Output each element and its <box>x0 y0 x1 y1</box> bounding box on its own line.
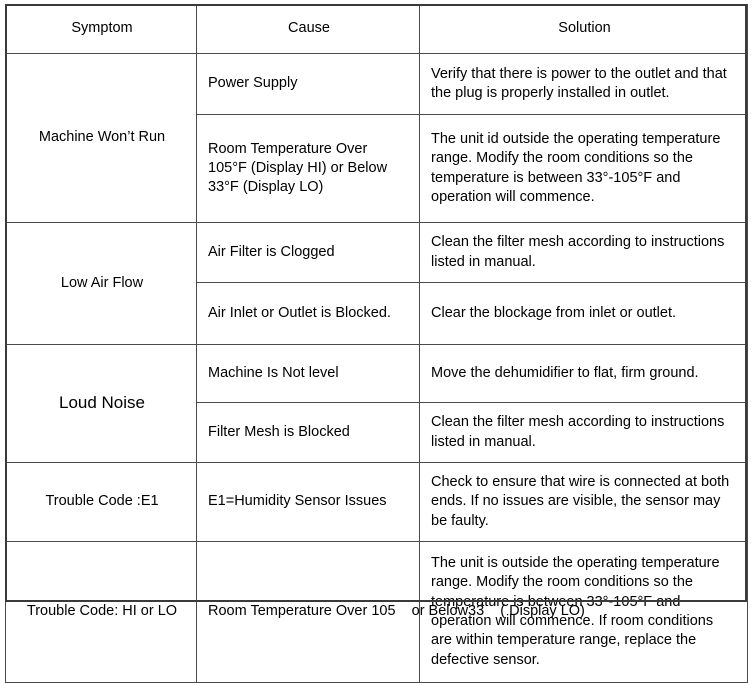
solution-cell: Clear the blockage from inlet or outlet. <box>419 282 748 345</box>
cause-cell: Air Filter is Clogged <box>196 222 420 283</box>
cause-cell: Machine Is Not level <box>196 344 420 403</box>
solution-cell: Move the dehumidifier to flat, firm grou… <box>419 344 748 403</box>
table-row: Loud Noise Machine Is Not level Move the… <box>5 344 748 463</box>
symptom-cell: Trouble Code :E1 <box>5 462 197 542</box>
troubleshooting-sheet: Symptom Cause Solution Machine Won’t Run… <box>5 4 748 683</box>
cause-cell: Filter Mesh is Blocked <box>196 402 420 463</box>
solution-cell: The unit id outside the operating temper… <box>419 114 748 223</box>
table-row: Air Inlet or Outlet is Blocked. Clear th… <box>6 282 748 345</box>
cause-cell: Room Temperature Over 105 or Below33 ( D… <box>196 541 585 683</box>
table-row: Machine Won’t Run Power Supply Verify th… <box>5 53 748 223</box>
table-row: Filter Mesh is Blocked Clean the filter … <box>6 402 748 463</box>
cause-cell: Air Inlet or Outlet is Blocked. <box>196 282 420 345</box>
table-row: Low Air Flow Air Filter is Clogged Clean… <box>5 222 748 345</box>
troubleshooting-table: Symptom Cause Solution Machine Won’t Run… <box>5 4 748 683</box>
symptom-cell: Loud Noise <box>5 344 197 463</box>
solution-cell: Check to ensure that wire is connected a… <box>419 462 748 542</box>
solution-cell: Verify that there is power to the outlet… <box>419 53 748 115</box>
column-header-cause: Cause <box>196 4 420 54</box>
table-row: Trouble Code :E1 E1=Humidity Sensor Issu… <box>5 462 748 542</box>
cause-cell: E1=Humidity Sensor Issues <box>196 462 420 542</box>
table-body: Machine Won’t Run Power Supply Verify th… <box>5 53 748 683</box>
solution-cell: Clean the filter mesh according to instr… <box>419 402 748 463</box>
cause-cell: Room Temperature Over 105°F (Display HI)… <box>196 114 420 223</box>
table-row: Room Temperature Over 105°F (Display HI)… <box>6 114 748 223</box>
table-header: Symptom Cause Solution <box>5 4 748 54</box>
symptom-cell: Trouble Code: HI or LO <box>5 541 197 683</box>
solution-cell: Clean the filter mesh according to instr… <box>419 222 748 283</box>
symptom-cell: Low Air Flow <box>5 222 197 345</box>
table-row: Trouble Code: HI or LO Room Temperature … <box>5 541 748 683</box>
column-header-symptom: Symptom <box>5 4 197 54</box>
solution-cell: The unit is outside the operating temper… <box>419 541 748 683</box>
column-header-solution: Solution <box>419 4 748 54</box>
cause-cell: Power Supply <box>196 53 420 115</box>
table-header-row: Symptom Cause Solution <box>5 4 748 54</box>
symptom-cell: Machine Won’t Run <box>5 53 197 223</box>
